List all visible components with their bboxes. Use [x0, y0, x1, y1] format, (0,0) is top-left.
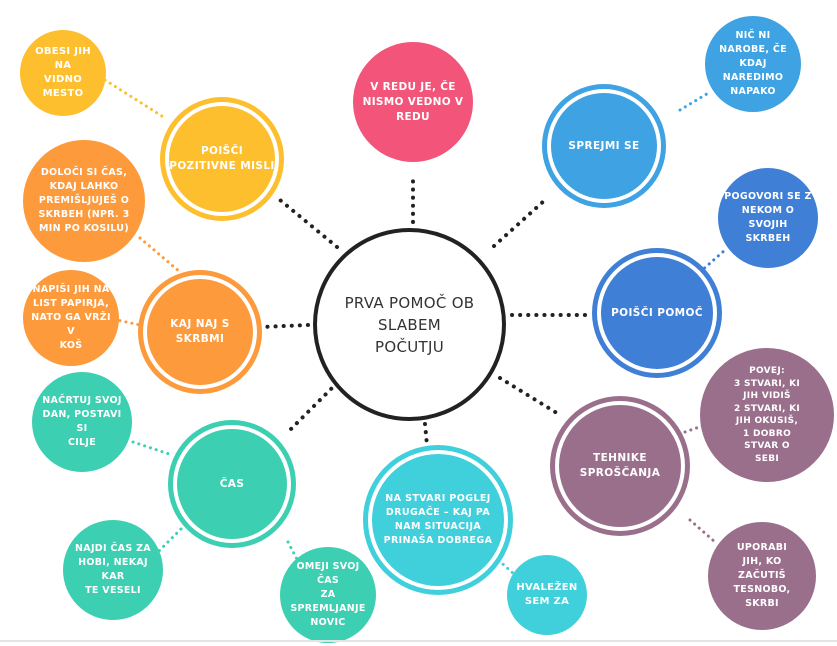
- leaf-hobby-text: NAJDI ČAS ZA HOBI, NEKAJ KAR TE VESELI: [75, 543, 151, 596]
- branch-perspective-label: NA STVARI POGLEJ DRUGAČE – KAJ PA NAM SI…: [372, 454, 504, 586]
- leaf-grateful: HVALEŽEN SEM ZA: [507, 555, 587, 635]
- center-topic: PRVA POMOČ OB SLABEM POČUTJU: [313, 228, 506, 421]
- branch-perspective: NA STVARI POGLEJ DRUGAČE – KAJ PA NAM SI…: [363, 445, 513, 595]
- leaf-tell-things: POVEJ: 3 STVARI, KI JIH VIDIŠ 2 STVARI, …: [700, 348, 834, 482]
- connector-time-news: [286, 540, 302, 567]
- leaf-write-text: NAPIŠI JIH NA LIST PAPIRJA, NATO GA VRŽI…: [31, 284, 111, 351]
- connector-center-time: [288, 381, 339, 432]
- branch-seek-help: POIŠČI POMOČ: [592, 248, 722, 378]
- connector-center-worries: [260, 323, 310, 329]
- connector-center-accept: [492, 198, 547, 248]
- leaf-news-text: OMEJI SVOJ ČAS ZA SPREMLJANJE NOVIC: [290, 561, 366, 628]
- connector-accept-mistake: [678, 90, 712, 112]
- branch-accept-label: SPREJMI SE: [551, 93, 657, 199]
- branch-help-label: POIŠČI POMOČ: [601, 257, 713, 369]
- leaf-tell-text: POVEJ: 3 STVARI, KI JIH VIDIŠ 2 STVARI, …: [733, 366, 801, 464]
- center-title: PRVA POMOČ OB SLABEM POČUTJU: [344, 293, 475, 356]
- connector-time-hobby: [153, 526, 184, 557]
- leaf-limit-news: OMEJI SVOJ ČAS ZA SPREMLJANJE NOVIC: [280, 547, 376, 643]
- leaf-hobby: NAJDI ČAS ZA HOBI, NEKAJ KAR TE VESELI: [63, 520, 163, 620]
- leaf-hang-text: OBESI JIH NA VIDNO MESTO: [35, 46, 91, 99]
- connector-positive-hang: [103, 78, 167, 120]
- leaf-talk-text: POGOVORI SE Z NEKOM O SVOJIH SKRBEH: [724, 191, 812, 244]
- branch-accept-yourself: SPREJMI SE: [542, 84, 666, 208]
- leaf-grateful-text: HVALEŽEN SEM ZA: [516, 582, 578, 607]
- branch-okay-not-okay: V REDU JE, ČE NISMO VEDNO V REDU: [353, 42, 473, 162]
- connector-time-plan: [131, 440, 174, 457]
- leaf-mistake-text: NIČ NI NAROBE, ČE KDAJ NAREDIMO NAPAKO: [719, 30, 787, 97]
- leaf-talk-someone: POGOVORI SE Z NEKOM O SVOJIH SKRBEH: [718, 168, 818, 268]
- connector-center-perspective: [423, 422, 429, 447]
- leaf-use-anxiety: UPORABI JIH, KO ZAČUTIŠ TESNOBO, SKRBI: [708, 522, 816, 630]
- leaf-write-down: NAPIŠI JIH NA LIST PAPIRJA, NATO GA VRŽI…: [23, 270, 119, 366]
- leaf-plan-text: NAČRTUJ SVOJ DAN, POSTAVI SI CILJE: [42, 395, 122, 448]
- branch-time-label: ČAS: [177, 429, 287, 539]
- leaf-schedule-worry: DOLOČI SI ČAS, KDAJ LAHKO PREMIŠLJUJEŠ O…: [23, 140, 145, 262]
- branch-worries-label: KAJ NAJ S SKRBMI: [147, 279, 253, 385]
- branch-relaxation: TEHNIKE SPROŠČANJA: [550, 396, 690, 536]
- connector-relax-use: [688, 518, 717, 544]
- branch-okay-label: V REDU JE, ČE NISMO VEDNO V REDU: [362, 80, 464, 123]
- leaf-no-mistake: NIČ NI NAROBE, ČE KDAJ NAREDIMO NAPAKO: [705, 16, 801, 112]
- connector-worries-schedule: [138, 236, 182, 274]
- leaf-plan-day: NAČRTUJ SVOJ DAN, POSTAVI SI CILJE: [32, 372, 132, 472]
- branch-worries: KAJ NAJ S SKRBMI: [138, 270, 262, 394]
- branch-positive-label: POIŠČI POZITIVNE MISLI: [169, 106, 275, 212]
- bottom-divider: [0, 640, 837, 642]
- branch-positive-thoughts: POIŠČI POZITIVNE MISLI: [160, 97, 284, 221]
- leaf-hang-visible: OBESI JIH NA VIDNO MESTO: [20, 30, 106, 116]
- connector-center-relax: [498, 376, 562, 417]
- leaf-schedule-text: DOLOČI SI ČAS, KDAJ LAHKO PREMIŠLJUJEŠ O…: [38, 167, 130, 234]
- leaf-use-text: UPORABI JIH, KO ZAČUTIŠ TESNOBO, SKRBI: [733, 542, 791, 609]
- branch-relax-label: TEHNIKE SPROŠČANJA: [559, 405, 681, 527]
- connector-center-positive: [278, 198, 339, 249]
- branch-time: ČAS: [168, 420, 296, 548]
